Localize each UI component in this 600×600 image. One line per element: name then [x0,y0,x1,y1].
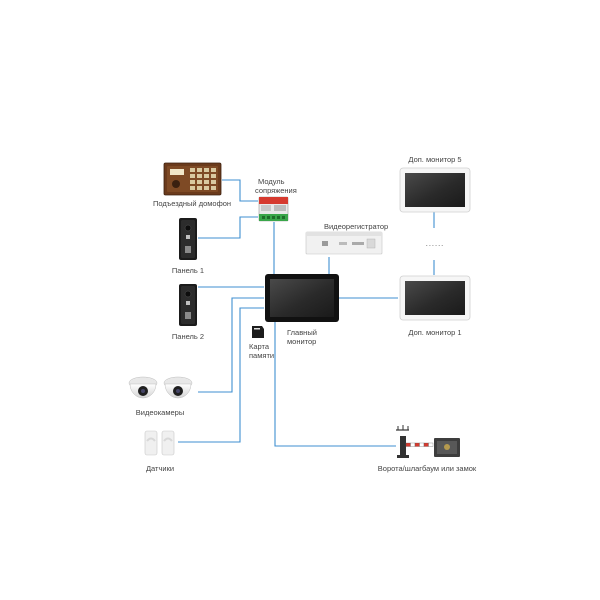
intercom-key [190,174,195,178]
sensors-label: Датчики [145,464,175,473]
video-recorder-label: Видеорегистратор [324,222,389,231]
intercom-key [197,186,202,190]
intercom-key [190,168,195,172]
dome-camera-icon [128,376,158,399]
intercom-key [190,186,195,190]
barrier-gate-icon [396,425,434,458]
monitor-white-icon [399,167,471,213]
barrier-arm-stripe [405,442,411,447]
intercom-key [211,186,216,190]
intercom-key [211,174,216,178]
wire-intercom-module [222,179,258,202]
interface-module-label-line1: Модуль [258,177,285,186]
intercom-key [204,168,209,172]
dome-camera-icon [163,376,193,399]
memory-card-label-line1: Карта [249,342,270,351]
motion-sensor-icon [144,430,158,456]
motion-sensor-icon [161,430,175,456]
wires [178,179,435,447]
barrier-arm-stripe [423,442,429,447]
intercom-key [197,174,202,178]
intercom-key [204,174,209,178]
intercom-key [190,180,195,184]
interface-module-label-line2: сопряжения [255,186,297,195]
monitor-white-icon [399,275,471,321]
call-panel-icon [179,284,197,326]
barrier-arm-stripe [410,442,416,447]
ellipsis-label: ...... [425,239,445,248]
intercom-key [211,180,216,184]
wire-cameras-monitor [198,297,264,393]
wire-monitor-gate [274,322,396,447]
interface-module-icon [258,196,289,222]
main-monitor-label-line1: Главный [287,328,317,337]
intercom-key [211,168,216,172]
entrance-intercom-label: Подъездный домофон [152,199,232,208]
electric-lock-icon [434,438,460,457]
extra-monitor-5-label: Доп. монитор 5 [408,155,462,164]
panel1-label: Панель 1 [171,266,205,275]
intercom-key [197,180,202,184]
dvr-icon [305,231,383,255]
memory-card-label-line2: памяти [249,351,275,360]
intercom-key [204,186,209,190]
intercom-panel-icon [163,162,222,196]
extra-monitor-1-label: Доп. монитор 1 [408,328,462,337]
main-monitor-label-line2: монитор [287,337,317,346]
wire-panel1-module [198,216,258,239]
cameras-label: Видеокамеры [135,408,185,417]
barrier-arm-stripe [414,442,420,447]
gate-label: Ворота/шлагбаум или замок [377,464,477,473]
call-panel-icon [179,218,197,260]
wire-sensors-monitor [178,307,264,443]
micro-sd-card-icon [252,326,264,338]
barrier-arm-stripe [419,442,425,447]
intercom-key [204,180,209,184]
panel2-label: Панель 2 [171,332,205,341]
intercom-key [197,168,202,172]
barrier-arm-stripe [428,442,434,447]
monitor-black-icon [265,274,339,322]
